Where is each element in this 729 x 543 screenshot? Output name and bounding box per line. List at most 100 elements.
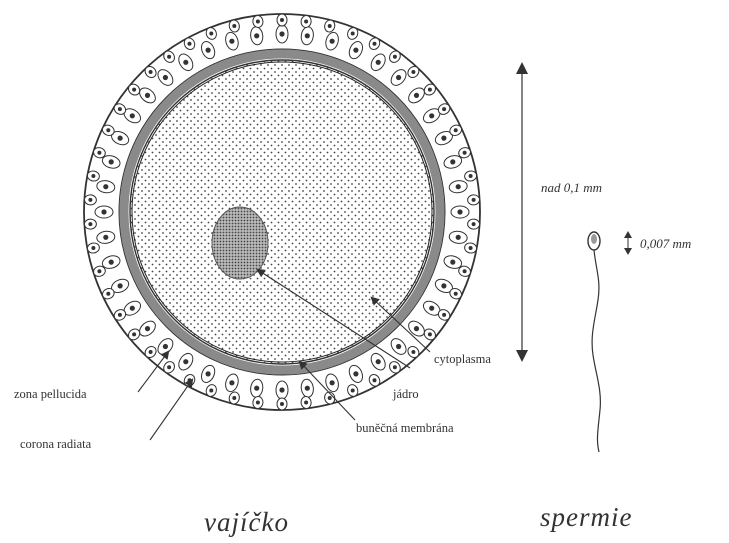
- corona-cell-nucleus: [429, 306, 434, 311]
- corona-cell-nucleus: [441, 136, 446, 141]
- corona-cell-nucleus: [209, 389, 213, 393]
- corona-cell-nucleus: [97, 151, 101, 155]
- corona-cell-nucleus: [279, 387, 284, 392]
- caption-egg: vajíčko: [204, 507, 289, 537]
- corona-cell-nucleus: [229, 380, 234, 385]
- egg-size-dimension: [516, 62, 528, 362]
- corona-cell-nucleus: [376, 60, 381, 65]
- corona-cell-nucleus: [469, 174, 473, 178]
- corona-cell-nucleus: [442, 107, 446, 111]
- corona-cell-nucleus: [393, 365, 397, 369]
- corona-cell-nucleus: [396, 75, 401, 80]
- corona-cell-nucleus: [163, 344, 168, 349]
- sperm-size-dimension: [624, 231, 632, 255]
- corona-cell-nucleus: [256, 20, 260, 24]
- corona-cell-nucleus: [376, 359, 381, 364]
- corona-cell-nucleus: [351, 389, 355, 393]
- corona-cell-nucleus: [463, 151, 467, 155]
- corona-cell-nucleus: [149, 350, 153, 354]
- corona-cell-nucleus: [106, 292, 110, 296]
- corona-cell-nucleus: [254, 33, 259, 38]
- corona-cell-nucleus: [456, 235, 461, 240]
- corona-cell-nucleus: [305, 386, 310, 391]
- corona-cell-nucleus: [411, 350, 415, 354]
- sperm-dimension-arrow-top: [624, 231, 632, 238]
- corona-cell-nucleus: [130, 113, 135, 118]
- corona-cell-nucleus: [167, 55, 171, 59]
- corona-cell-nucleus: [88, 222, 92, 226]
- corona-cell-nucleus: [373, 42, 377, 46]
- corona-cell-nucleus: [441, 283, 446, 288]
- corona-cell-nucleus: [118, 313, 122, 317]
- corona-cell-nucleus: [304, 20, 308, 24]
- corona-cell-nucleus: [469, 246, 473, 250]
- corona-cell-nucleus: [472, 222, 476, 226]
- corona-cell-nucleus: [254, 386, 259, 391]
- corona-cell-nucleus: [118, 283, 123, 288]
- sperm-acrosome: [591, 234, 597, 244]
- corona-cell-nucleus: [414, 326, 419, 331]
- corona-cell-nucleus: [456, 184, 461, 189]
- corona-cell-nucleus: [373, 378, 377, 382]
- leader-corona-radiata: [150, 380, 192, 440]
- corona-cell-nucleus: [97, 269, 101, 273]
- corona-cell-nucleus: [106, 128, 110, 132]
- corona-cell-nucleus: [428, 88, 432, 92]
- corona-cell-nucleus: [450, 159, 455, 164]
- corona-cell-nucleus: [145, 326, 150, 331]
- corona-cell-nucleus: [232, 24, 236, 28]
- corona-cell-nucleus: [450, 260, 455, 265]
- corona-cell-nucleus: [130, 306, 135, 311]
- corona-cell-nucleus: [396, 344, 401, 349]
- corona-cell-nucleus: [206, 371, 211, 376]
- corona-cell-nucleus: [305, 33, 310, 38]
- corona-cell-nucleus: [183, 359, 188, 364]
- corona-cell-nucleus: [353, 48, 358, 53]
- corona-cell-nucleus: [457, 209, 462, 214]
- corona-cell-nucleus: [328, 24, 332, 28]
- corona-cell-nucleus: [353, 371, 358, 376]
- sperm-dimension-arrow-bottom: [624, 248, 632, 255]
- corona-cell-nucleus: [280, 402, 284, 406]
- corona-cell-nucleus: [118, 107, 122, 111]
- corona-cell-nucleus: [167, 365, 171, 369]
- nucleus: [212, 207, 268, 279]
- corona-cell-nucleus: [109, 260, 114, 265]
- corona-cell-nucleus: [454, 128, 458, 132]
- label-cytoplasma: cytoplasma: [434, 352, 491, 366]
- sperm: [588, 232, 600, 452]
- corona-cell-nucleus: [304, 401, 308, 405]
- egg-size-label: nad 0,1 mm: [541, 180, 602, 195]
- corona-cell-nucleus: [330, 39, 335, 44]
- corona-cell-nucleus: [163, 75, 168, 80]
- corona-cell-nucleus: [132, 332, 136, 336]
- label-jadro: jádro: [392, 387, 419, 401]
- corona-cell-nucleus: [91, 246, 95, 250]
- corona-cell-nucleus: [206, 48, 211, 53]
- corona-cell-nucleus: [393, 55, 397, 59]
- corona-cell-nucleus: [279, 31, 284, 36]
- corona-cell-nucleus: [118, 136, 123, 141]
- corona-cell-nucleus: [109, 159, 114, 164]
- corona-cell-nucleus: [232, 396, 236, 400]
- corona-cell-nucleus: [428, 332, 432, 336]
- corona-cell-nucleus: [188, 42, 192, 46]
- corona-cell-nucleus: [145, 93, 150, 98]
- label-corona-radiata: corona radiata: [20, 437, 92, 451]
- egg-cell: [84, 14, 480, 410]
- corona-cell-nucleus: [103, 184, 108, 189]
- corona-cell-nucleus: [132, 88, 136, 92]
- corona-cell-nucleus: [256, 401, 260, 405]
- corona-cell-nucleus: [280, 18, 284, 22]
- corona-cell-nucleus: [351, 32, 355, 36]
- egg-dimension-arrow-bottom: [516, 350, 528, 362]
- corona-cell-nucleus: [328, 396, 332, 400]
- corona-cell-nucleus: [463, 269, 467, 273]
- corona-cell-nucleus: [209, 32, 213, 36]
- label-zona-pellucida: zona pellucida: [14, 387, 87, 401]
- corona-cell-nucleus: [411, 70, 415, 74]
- corona-cell-nucleus: [91, 174, 95, 178]
- corona-cell-nucleus: [472, 198, 476, 202]
